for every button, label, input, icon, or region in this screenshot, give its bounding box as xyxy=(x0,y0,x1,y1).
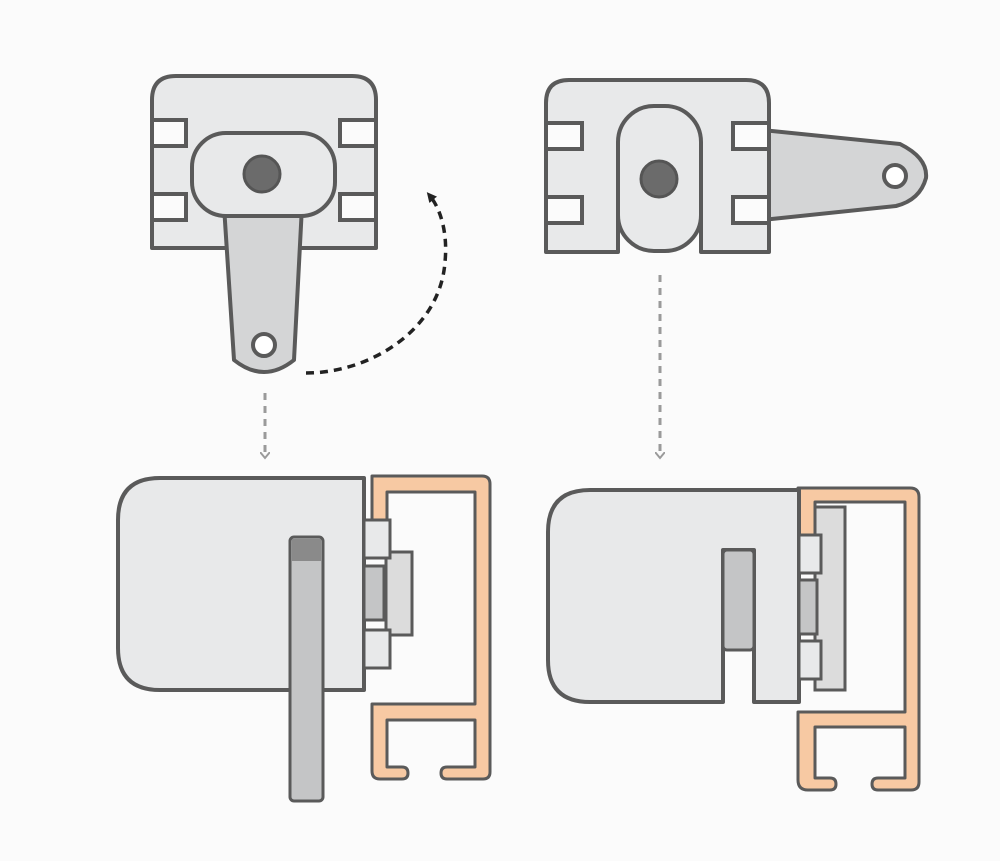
rotation-arrow xyxy=(305,192,448,375)
arm-hole xyxy=(251,332,277,358)
slot-notch xyxy=(150,192,188,222)
slot-notch xyxy=(731,121,771,151)
carrier-top-view-arm-right xyxy=(544,78,929,254)
roller-block xyxy=(797,639,823,681)
carrier-body xyxy=(546,488,801,704)
slot-notch xyxy=(338,118,378,148)
roller-block xyxy=(797,533,823,575)
roller-block xyxy=(362,518,392,560)
slot-notch xyxy=(150,118,188,148)
roller-plate xyxy=(384,550,414,637)
roller-block xyxy=(797,578,819,636)
track-profile xyxy=(370,474,492,781)
slot-notch xyxy=(544,121,584,151)
slot-notch xyxy=(338,192,378,222)
arm-hole xyxy=(882,163,908,189)
pivot-pin xyxy=(639,159,679,199)
slot-notch xyxy=(731,195,771,225)
assembly-side-view-arm-extended xyxy=(116,474,492,803)
pivot-pin xyxy=(242,154,282,194)
carrier-top-view-arm-down xyxy=(150,74,378,374)
arm-bar-top-cap xyxy=(292,539,321,561)
rotating-arm xyxy=(222,204,304,374)
extended-arm-bar xyxy=(288,535,325,803)
rotating-arm xyxy=(760,128,929,222)
carrier-body xyxy=(116,476,366,692)
roller-block xyxy=(362,564,386,622)
slot-notch xyxy=(544,195,584,225)
retracted-arm-bar xyxy=(721,548,756,652)
roller-block xyxy=(362,628,392,670)
track-profile xyxy=(796,486,921,792)
assembly-side-view-arm-retracted xyxy=(546,486,921,792)
